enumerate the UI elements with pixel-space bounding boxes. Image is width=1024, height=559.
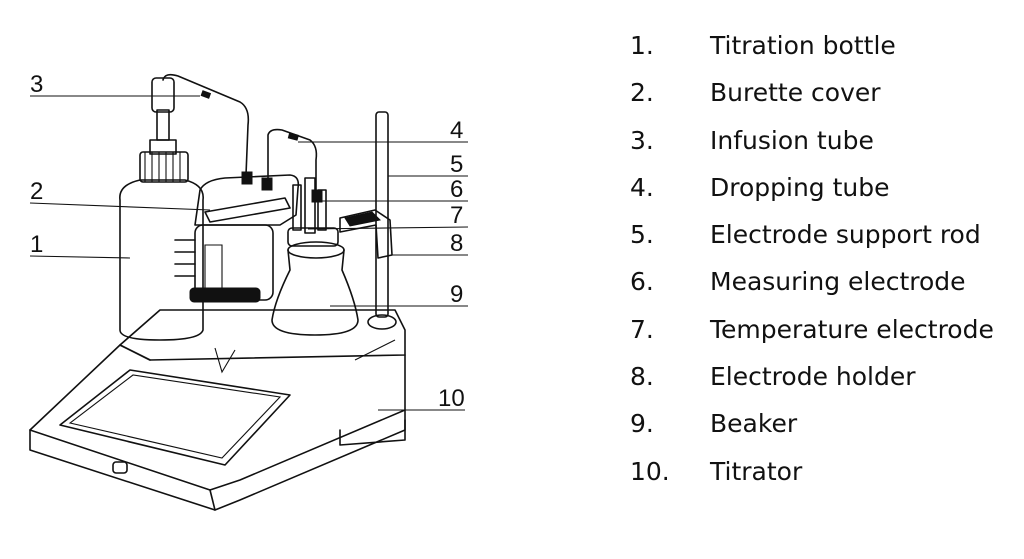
legend-label: Electrode support rod <box>710 220 981 250</box>
legend-number: 3. <box>630 125 654 155</box>
legend-item: 8. Electrode holder <box>630 353 1024 400</box>
legend-label: Titration bottle <box>710 31 896 60</box>
infusion-tube <box>162 73 250 176</box>
electrode-holder <box>287 209 393 259</box>
legend-item: 6. Measuring electrode <box>630 258 1024 305</box>
legend-label: Infusion tube <box>710 125 874 155</box>
callout-4: 4 <box>450 117 463 144</box>
legend-label: Dropping tube <box>710 172 890 202</box>
legend-number: 9. <box>630 409 654 439</box>
legend-label: Temperature electrode <box>710 314 994 344</box>
electrodes <box>292 177 327 234</box>
callout-10: 10 <box>438 385 465 412</box>
legend-label: Beaker <box>710 409 798 439</box>
legend-item: 10. Titrator <box>630 448 1024 495</box>
titration-bottle <box>119 77 204 341</box>
legend-item: 7. Temperature electrode <box>630 306 1024 353</box>
legend-item: 3. Infusion tube <box>630 117 1024 164</box>
legend-number: 7. <box>630 314 654 344</box>
callout-8: 8 <box>450 230 463 257</box>
callout-2: 2 <box>30 178 43 205</box>
legend-item: 4. Dropping tube <box>630 164 1024 211</box>
titrator-line-drawing: 3 2 1 4 5 6 7 8 9 10 <box>29 71 469 511</box>
callout-6: 6 <box>450 176 463 203</box>
legend-item: 1. Titration bottle <box>630 22 1024 69</box>
leader-lines <box>29 95 469 411</box>
legend-number: 2. <box>630 78 654 108</box>
callout-5: 5 <box>450 151 463 178</box>
legend-label: Titrator <box>710 456 803 486</box>
legend-item: 5. Electrode support rod <box>630 211 1024 258</box>
burette <box>189 171 300 303</box>
callout-numbers: 3 2 1 4 5 6 7 8 9 10 <box>30 71 465 412</box>
titrator-body <box>29 309 406 511</box>
legend-label: Burette cover <box>710 78 881 108</box>
callout-1: 1 <box>30 231 43 258</box>
parts-legend: 1. Titration bottle 2. Burette cover 3. Inf… <box>630 22 1024 495</box>
legend-number: 10. <box>630 456 670 486</box>
diagram-area: 3 2 1 4 5 6 7 8 9 10 <box>29 71 469 511</box>
beaker <box>271 241 359 336</box>
callout-7: 7 <box>450 202 463 229</box>
legend-number: 8. <box>630 362 654 392</box>
callout-9: 9 <box>450 281 463 308</box>
legend-label: Measuring electrode <box>710 267 966 297</box>
legend-label: Electrode holder <box>710 362 916 392</box>
legend-number: 5. <box>630 220 654 250</box>
legend-item: 9. Beaker <box>630 400 1024 447</box>
legend-number: 6. <box>630 267 654 297</box>
electrode-support-rod <box>367 111 397 330</box>
callout-3: 3 <box>30 71 43 98</box>
legend-number: 1. <box>630 31 654 60</box>
legend-number: 4. <box>630 172 654 202</box>
legend-item: 2. Burette cover <box>630 69 1024 116</box>
